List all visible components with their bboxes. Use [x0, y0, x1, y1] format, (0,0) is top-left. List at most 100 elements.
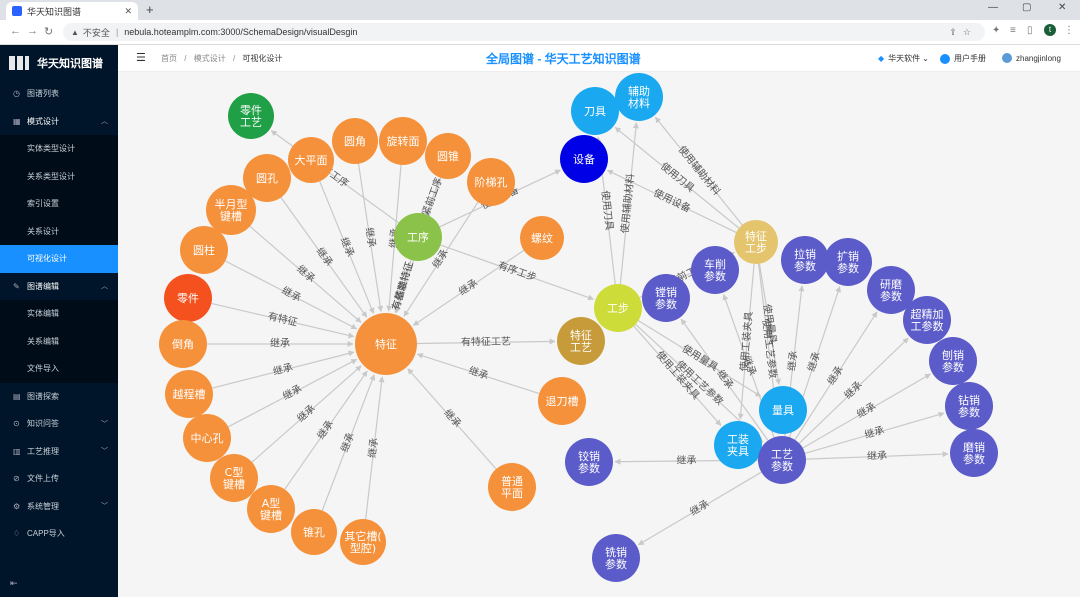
graph-node-lingjian[interactable]: 零件: [164, 274, 212, 322]
graph-edge[interactable]: [407, 368, 497, 470]
user-manual-link[interactable]: 用户手册: [940, 53, 986, 64]
graph-node-cxing[interactable]: C型键槽: [210, 454, 258, 502]
graph-node-zhongxinkong[interactable]: 中心孔: [183, 414, 231, 462]
node-circle[interactable]: [615, 73, 663, 121]
sidebar-item-6[interactable]: 可视化设计: [0, 245, 118, 273]
graph-node-tuidaocao[interactable]: 退刀槽: [538, 377, 586, 425]
graph-node-yuankong[interactable]: 圆孔: [243, 154, 291, 202]
node-circle[interactable]: [714, 421, 762, 469]
sidebar-item-3[interactable]: 关系类型设计: [0, 162, 118, 190]
node-circle[interactable]: [571, 87, 619, 135]
graph-node-tangxiao[interactable]: 镗销参数: [642, 274, 690, 322]
graph-node-chexiao[interactable]: 车削参数: [691, 246, 739, 294]
company-dropdown[interactable]: ◆ 华天软件 ⌄: [878, 53, 929, 64]
graph-node-daojiao[interactable]: 倒角: [159, 320, 207, 368]
graph-edge[interactable]: [394, 259, 412, 313]
extensions-icon[interactable]: ✦: [992, 25, 1001, 36]
graph-node-gongzhuang[interactable]: 工装夹具: [714, 421, 762, 469]
graph-node-xixiao[interactable]: 铣销参数: [592, 534, 640, 582]
sidebar-item-1[interactable]: ▦模式设计︿: [0, 108, 118, 136]
node-circle[interactable]: [425, 133, 471, 179]
side-panel-icon[interactable]: ▯: [1027, 25, 1033, 36]
node-circle[interactable]: [520, 216, 564, 260]
node-circle[interactable]: [206, 185, 256, 235]
sidebar-item-12[interactable]: ⊙知识问答﹀: [0, 410, 118, 438]
sidebar-item-15[interactable]: ⚙系统管理﹀: [0, 493, 118, 521]
graph-node-qitacao[interactable]: 其它槽(型腔): [340, 519, 386, 565]
sidebar-item-0[interactable]: ◷图谱列表: [0, 80, 118, 108]
menu-fold-icon[interactable]: ☰: [136, 52, 146, 64]
browser-tab[interactable]: 华天知识图谱 ✕: [6, 2, 138, 20]
graph-edge[interactable]: [802, 373, 932, 449]
url-field[interactable]: ▲ 不安全 | nebula.hoteamplm.com:3000/Schema…: [63, 23, 985, 41]
graph-edge[interactable]: [416, 352, 540, 395]
node-circle[interactable]: [164, 274, 212, 322]
node-circle[interactable]: [642, 274, 690, 322]
node-circle[interactable]: [288, 137, 334, 183]
graph-edge[interactable]: [227, 358, 358, 428]
graph-node-yuanzhui[interactable]: 圆锥: [425, 133, 471, 179]
node-circle[interactable]: [394, 213, 442, 261]
graph-edge[interactable]: [211, 302, 355, 339]
graph-node-gongyicanshu[interactable]: 工艺参数: [758, 436, 806, 484]
graph-node-jiaoxiao[interactable]: 铰销参数: [565, 438, 613, 486]
node-circle[interactable]: [332, 118, 378, 164]
share-bookmark-icons[interactable]: ⇪☆: [949, 26, 977, 37]
graph-node-paoxiao[interactable]: 刨销参数: [929, 337, 977, 385]
node-circle[interactable]: [210, 454, 258, 502]
graph-edge[interactable]: [251, 365, 362, 463]
graph-edge[interactable]: [225, 260, 358, 330]
graph-edge[interactable]: [614, 126, 740, 229]
sidebar-item-10[interactable]: 文件导入: [0, 355, 118, 383]
graph-node-shebei[interactable]: 设备: [560, 135, 608, 183]
node-circle[interactable]: [180, 226, 228, 274]
graph-canvas[interactable]: 继承继承继承继承继承继承继承继承继承有特征继承继承继承继承继承继承继承继承继承有…: [118, 72, 1080, 597]
graph-edge[interactable]: [805, 451, 949, 460]
graph-node-moxiao[interactable]: 磨销参数: [950, 429, 998, 477]
graph-node-yuanzhu[interactable]: 圆柱: [180, 226, 228, 274]
reload-icon[interactable]: ↻: [44, 26, 54, 38]
user-menu[interactable]: zhangjinlong: [1002, 53, 1061, 63]
node-circle[interactable]: [557, 317, 605, 365]
node-circle[interactable]: [824, 238, 872, 286]
node-circle[interactable]: [950, 429, 998, 477]
sidebar-item-2[interactable]: 实体类型设计: [0, 135, 118, 163]
node-circle[interactable]: [165, 370, 213, 418]
sidebar-item-11[interactable]: ▤图谱探索: [0, 383, 118, 411]
node-circle[interactable]: [867, 266, 915, 314]
node-circle[interactable]: [228, 93, 274, 139]
graph-edge[interactable]: [403, 201, 479, 317]
sidebar-item-8[interactable]: 实体编辑: [0, 300, 118, 328]
node-circle[interactable]: [538, 377, 586, 425]
sidebar-item-5[interactable]: 关系设计: [0, 217, 118, 245]
node-circle[interactable]: [243, 154, 291, 202]
graph-edge[interactable]: [249, 225, 362, 323]
node-circle[interactable]: [291, 509, 337, 555]
node-circle[interactable]: [355, 313, 417, 375]
graph-edge[interactable]: [606, 169, 737, 233]
node-circle[interactable]: [758, 436, 806, 484]
graph-node-zhuikong[interactable]: 锥孔: [291, 509, 337, 555]
collapse-sidebar-icon[interactable]: ⇤: [10, 578, 18, 588]
graph-edge[interactable]: [737, 263, 755, 420]
node-circle[interactable]: [945, 382, 993, 430]
close-tab-icon[interactable]: ✕: [124, 5, 132, 16]
node-circle[interactable]: [560, 135, 608, 183]
graph-edge[interactable]: [794, 311, 878, 441]
graph-edge[interactable]: [321, 374, 376, 511]
graph-node-tezhenggb[interactable]: 特征工步: [734, 220, 778, 264]
graph-edge[interactable]: [425, 178, 441, 215]
sidebar-item-7[interactable]: ✎图谱编辑︿: [0, 273, 118, 301]
node-circle[interactable]: [467, 158, 515, 206]
node-circle[interactable]: [691, 246, 739, 294]
sidebar-item-14[interactable]: ⊘文件上传: [0, 465, 118, 493]
graph-node-dapingmian[interactable]: 大平面: [288, 137, 334, 183]
graph-node-zuanxiao[interactable]: 钻销参数: [945, 382, 993, 430]
knowledge-graph[interactable]: 继承继承继承继承继承继承继承继承继承有特征继承继承继承继承继承继承继承继承继承有…: [118, 72, 1080, 597]
graph-node-laxiao[interactable]: 拉销参数: [781, 236, 829, 284]
graph-node-chaojing[interactable]: 超精加工参数: [903, 296, 951, 344]
node-circle[interactable]: [734, 220, 778, 264]
graph-node-gongbu[interactable]: 工步: [594, 284, 642, 332]
graph-edge[interactable]: [804, 411, 945, 454]
graph-node-yuanjiao[interactable]: 圆角: [332, 118, 378, 164]
